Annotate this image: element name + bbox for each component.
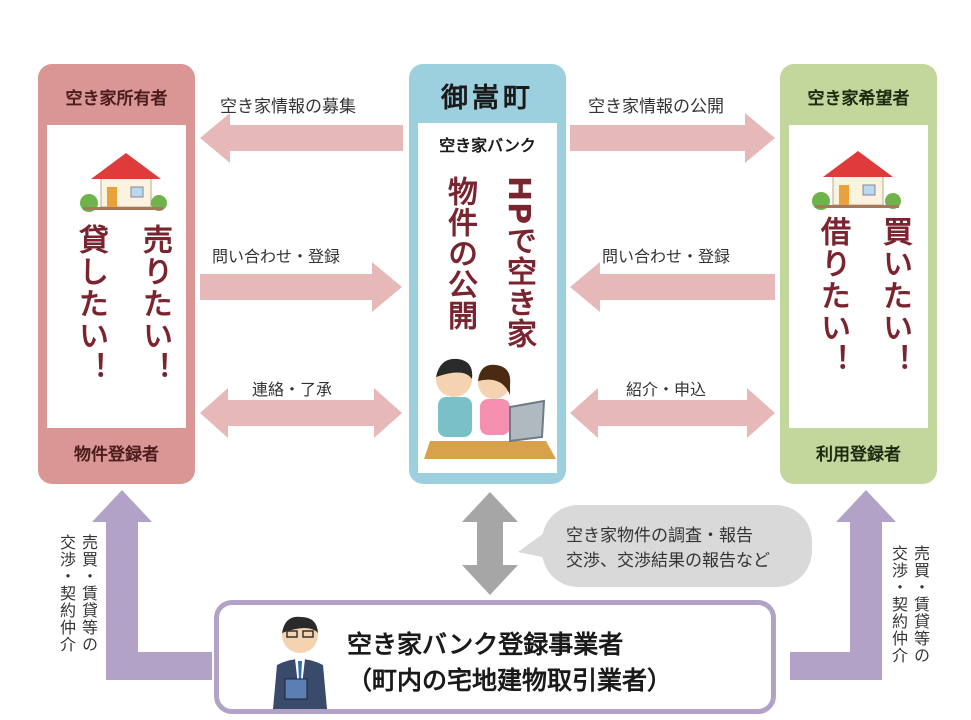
owner-inner bbox=[47, 125, 186, 428]
town-publish-text: 物件の公開 bbox=[442, 176, 477, 331]
arrow-publish bbox=[570, 113, 775, 163]
arrow-purple-left bbox=[92, 490, 212, 680]
town-panel: 御嵩町 空き家バンク HPで空き家 物件の公開 bbox=[409, 64, 566, 484]
label-inquiry-left: 問い合わせ・登録 bbox=[212, 247, 341, 266]
label-intro: 紹介・申込 bbox=[626, 380, 707, 399]
left-note-col1: 売買・賃貸等の bbox=[79, 534, 98, 653]
owner-panel: 空き家所有者 売りたい！ 貸したい！ 物件登録者 bbox=[38, 64, 195, 484]
town-inner: 空き家バンク bbox=[418, 123, 557, 473]
agent-line2: （町内の宅地建物取引業者） bbox=[347, 666, 673, 695]
owner-lend-text: 貸したい！ bbox=[73, 224, 108, 384]
seeker-inner bbox=[789, 125, 928, 428]
seeker-rent-text: 借りたい！ bbox=[815, 216, 850, 376]
left-note-col2: 交渉・契約仲介 bbox=[57, 534, 76, 653]
arrow-inquiry-left bbox=[200, 262, 402, 312]
seeker-buy-text: 買いたい！ bbox=[877, 216, 912, 376]
bubble-line1: 空き家物件の調査・報告 bbox=[566, 526, 753, 546]
businessman-icon bbox=[273, 616, 327, 709]
house-icon bbox=[80, 153, 167, 212]
right-note-col2: 交渉・契約仲介 bbox=[889, 545, 908, 664]
arrow-contact bbox=[200, 388, 402, 438]
label-contact: 連絡・了承 bbox=[252, 380, 333, 399]
right-note-col1: 売買・賃貸等の bbox=[911, 545, 930, 664]
seeker-panel: 空き家希望者 買いたい！ 借りたい！ 利用登録者 bbox=[780, 64, 937, 484]
label-recruit: 空き家情報の募集 bbox=[220, 97, 356, 117]
house-icon bbox=[812, 151, 901, 210]
arrow-intro bbox=[570, 388, 775, 438]
agent-panel: 空き家バンク登録事業者 （町内の宅地建物取引業者） bbox=[214, 600, 776, 714]
seeker-title: 空き家希望者 bbox=[807, 89, 910, 109]
arrow-gray-vertical bbox=[462, 492, 518, 595]
arrow-recruit bbox=[200, 113, 403, 163]
owner-title: 空き家所有者 bbox=[65, 89, 168, 109]
owner-sell-text: 売りたい！ bbox=[137, 224, 172, 384]
label-inquiry-right: 問い合わせ・登録 bbox=[602, 247, 731, 266]
label-publish: 空き家情報の公開 bbox=[588, 97, 724, 117]
town-hp-text: HPで空き家 bbox=[501, 176, 536, 350]
town-title: 御嵩町 bbox=[441, 83, 534, 114]
agent-line1: 空き家バンク登録事業者 bbox=[347, 630, 624, 659]
seeker-footer: 利用登録者 bbox=[816, 445, 901, 465]
owner-footer: 物件登録者 bbox=[74, 445, 159, 465]
bubble-shape bbox=[542, 505, 812, 587]
bubble-line2: 交渉、交渉結果の報告など bbox=[566, 551, 770, 571]
arrow-inquiry-right bbox=[570, 262, 775, 312]
people-computer-icon bbox=[424, 358, 556, 459]
town-subtitle: 空き家バンク bbox=[439, 136, 536, 155]
arrow-purple-right bbox=[790, 490, 896, 680]
